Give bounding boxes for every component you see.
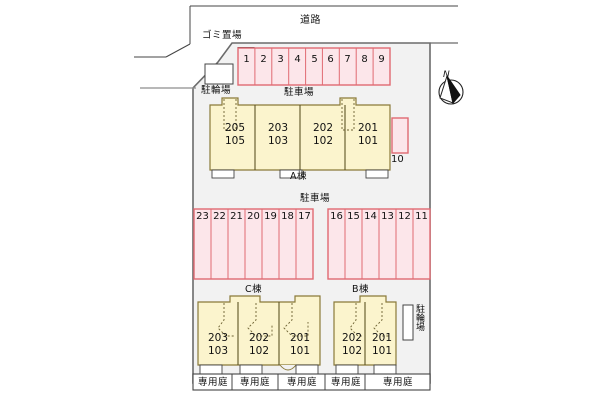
road-label: 道路 (300, 15, 321, 26)
bike-parking-label-top: 駐輪場 (201, 85, 232, 96)
parking-stall-number: 16 (330, 211, 343, 222)
parking-stall-number: 12 (398, 211, 411, 222)
parking-stall-10 (391, 117, 409, 154)
building-a-unit: 203 103 (259, 122, 297, 148)
parking-stall-number: 17 (298, 211, 311, 222)
building-a-unit: 205 105 (216, 122, 254, 148)
building-b-unit: 202 102 (336, 332, 368, 358)
unit-lower: 103 (207, 345, 229, 357)
parking-stall-number: 13 (381, 211, 394, 222)
unit-lower: 102 (341, 345, 363, 357)
unit-lower: 101 (357, 135, 379, 147)
unit-lower: 101 (371, 345, 393, 357)
parking-stall-number: 19 (264, 211, 277, 222)
building-a-unit: 202 102 (304, 122, 342, 148)
parking-stall-number: 14 (364, 211, 377, 222)
building-a-shape (209, 97, 391, 179)
unit-lower: 101 (289, 345, 311, 357)
unit-lower: 105 (224, 135, 246, 147)
unit-upper: 205 (224, 122, 246, 134)
unit-upper: 202 (341, 332, 363, 344)
unit-lower: 102 (312, 135, 334, 147)
parking-row-top (237, 47, 391, 86)
parking-stall-number: 15 (347, 211, 360, 222)
parking-stall-number: 1 (243, 54, 250, 65)
garden-label: 専用庭 (240, 377, 271, 388)
parking-row-mid-left (193, 208, 314, 280)
building-a-label: A棟 (290, 171, 307, 182)
parking-stall-number: 20 (247, 211, 260, 222)
parking-stall-number-10: 10 (391, 154, 404, 165)
compass-rose (438, 74, 464, 105)
parking-stall-number: 11 (415, 211, 428, 222)
compass-north-label: N (443, 70, 450, 80)
parking-label-mid: 駐車場 (300, 193, 331, 204)
bike-parking-box-top (204, 63, 234, 85)
unit-upper: 201 (371, 332, 393, 344)
unit-upper: 202 (248, 332, 270, 344)
building-a-unit: 201 101 (349, 122, 387, 148)
parking-stall-number: 22 (213, 211, 226, 222)
unit-lower: 102 (248, 345, 270, 357)
parking-stall-number: 8 (361, 54, 368, 65)
building-b-shape (333, 295, 397, 375)
unit-lower: 103 (267, 135, 289, 147)
parking-stall-number: 21 (230, 211, 243, 222)
parking-stall-number: 5 (311, 54, 318, 65)
parking-stall-number: 18 (281, 211, 294, 222)
bike-parking-label-right: 駐輪場 (414, 304, 424, 331)
parking-stall-number: 9 (378, 54, 385, 65)
garden-label: 専用庭 (198, 377, 229, 388)
building-b-label: B棟 (352, 284, 370, 295)
garden-label: 専用庭 (287, 377, 318, 388)
parking-stall-number: 7 (344, 54, 351, 65)
garden-strip (192, 373, 431, 391)
unit-upper: 202 (312, 122, 334, 134)
bike-parking-box-right (402, 304, 414, 341)
parking-stall-number: 3 (277, 54, 284, 65)
unit-upper: 203 (267, 122, 289, 134)
parking-label-top: 駐車場 (284, 87, 315, 98)
waste-station-label: ゴミ置場 (202, 30, 243, 41)
parking-row-mid-right (327, 208, 431, 280)
parking-stall-number: 6 (327, 54, 334, 65)
parking-stall-number: 4 (294, 54, 301, 65)
building-c-unit: 202 102 (240, 332, 278, 358)
building-c-label: C棟 (245, 284, 263, 295)
building-c-unit: 203 103 (199, 332, 237, 358)
unit-upper: 203 (207, 332, 229, 344)
building-b-unit: 201 101 (366, 332, 398, 358)
parking-stall-number: 2 (260, 54, 267, 65)
building-c-unit: 201 101 (281, 332, 319, 358)
unit-upper: 201 (289, 332, 311, 344)
parking-stall-number: 23 (196, 211, 209, 222)
garden-label: 専用庭 (383, 377, 414, 388)
unit-upper: 201 (357, 122, 379, 134)
garden-label: 専用庭 (331, 377, 362, 388)
